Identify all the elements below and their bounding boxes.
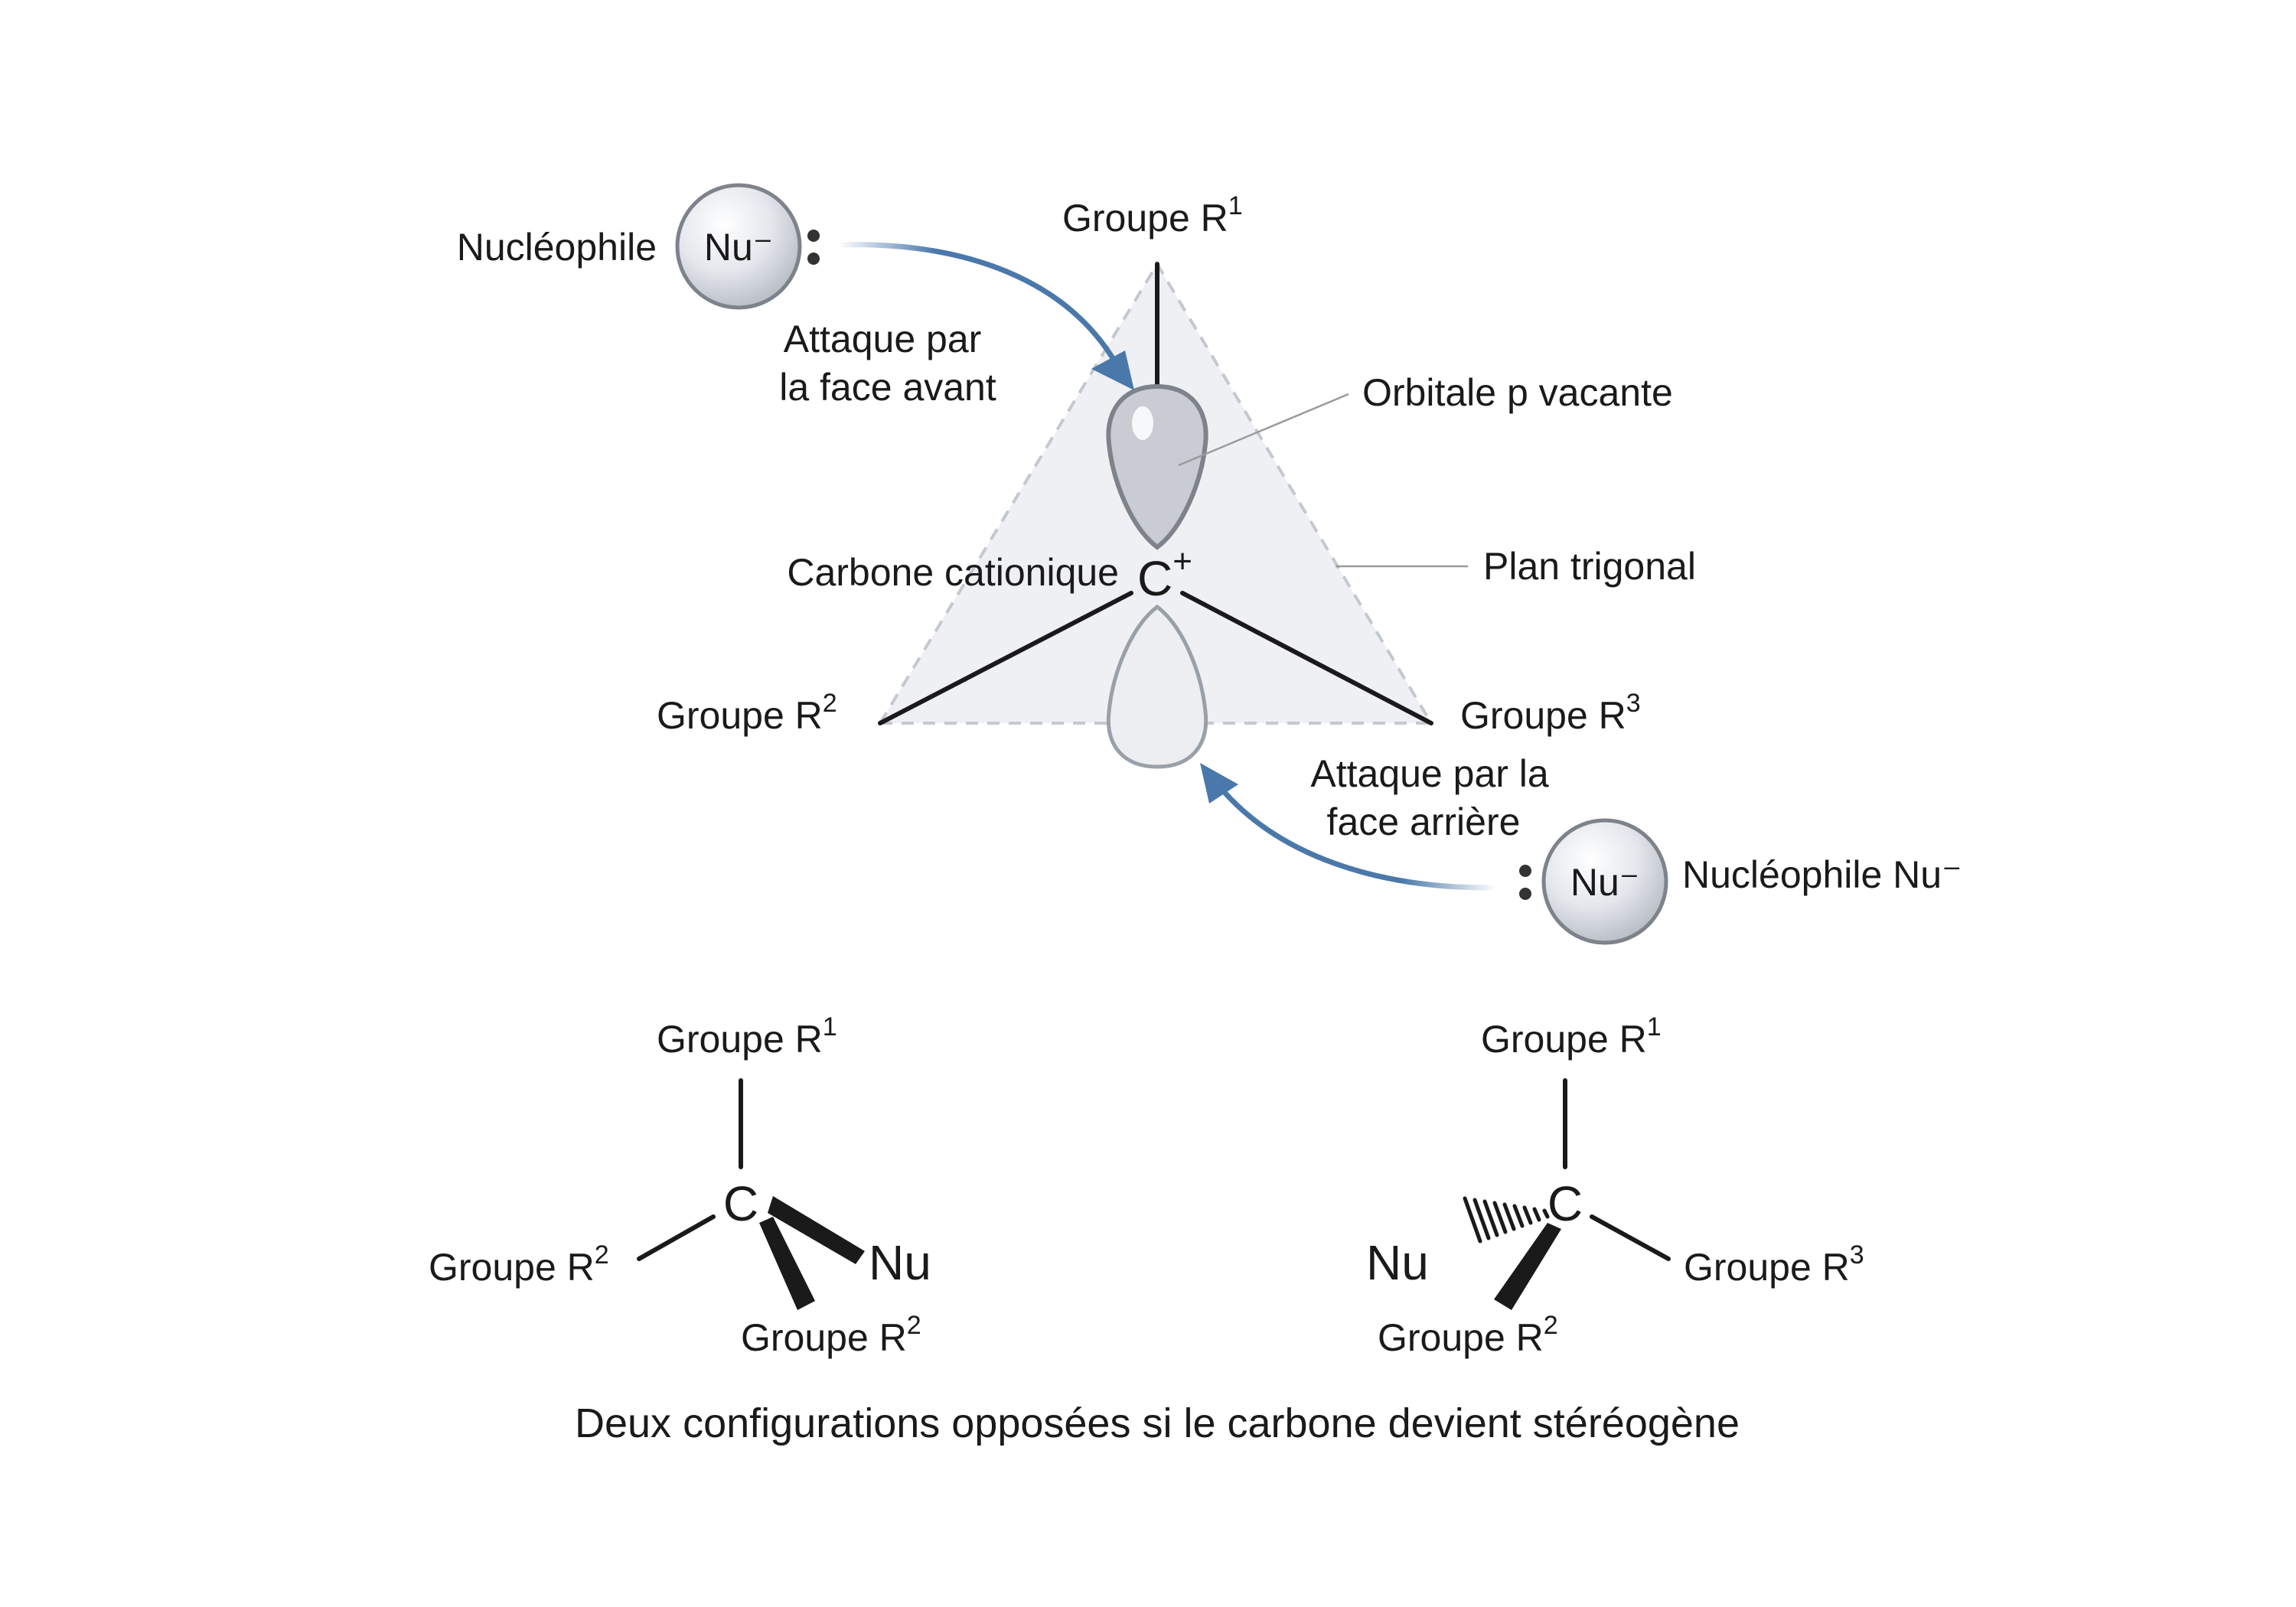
left-carbon: C bbox=[723, 1176, 758, 1231]
back-attack-arrowhead bbox=[1200, 763, 1238, 804]
carbon-cation: C+ bbox=[1137, 543, 1192, 606]
front-attack-arrowhead bbox=[1091, 350, 1134, 390]
orbital-highlight bbox=[1132, 406, 1153, 440]
lone-pair-dot bbox=[1519, 865, 1531, 877]
right-r3-label: Groupe R3 bbox=[1684, 1240, 1864, 1289]
left-bond-r2 bbox=[637, 1214, 716, 1261]
right-r2-bottom-label: Groupe R2 bbox=[1378, 1311, 1558, 1359]
left-wedge-r2 bbox=[759, 1217, 815, 1310]
right-carbon: C bbox=[1548, 1176, 1583, 1231]
front-attack-arrow bbox=[837, 242, 1120, 367]
nucleophile-front-ion: Nu⁻ bbox=[704, 226, 773, 269]
p-orbital-bottom-lobe bbox=[1106, 604, 1208, 769]
attack-back-label: Attaque par la face arrière bbox=[1310, 752, 1559, 843]
back-attack-arrow bbox=[1220, 787, 1497, 891]
r3-top-label: Groupe R3 bbox=[1460, 689, 1641, 737]
nucleophile-front-label: Nucléophile bbox=[457, 226, 657, 269]
right-hash-bond-nu bbox=[1463, 1196, 1550, 1244]
carbon-cation-label: Carbone cationique bbox=[787, 551, 1119, 594]
r1-top-label: Groupe R1 bbox=[1062, 191, 1243, 240]
left-nu-label: Nu bbox=[869, 1235, 931, 1290]
left-r1-label: Groupe R1 bbox=[657, 1012, 837, 1061]
lone-pair-dot bbox=[807, 230, 820, 242]
orbital-label: Orbitale p vacante bbox=[1362, 371, 1673, 414]
orbital-guide-line bbox=[1178, 393, 1349, 467]
right-wedge-r2 bbox=[1494, 1223, 1561, 1310]
nucleophile-back-ion: Nu⁻ bbox=[1570, 861, 1639, 904]
nucleophile-front-sphere bbox=[675, 183, 802, 310]
right-nu-label: Nu bbox=[1366, 1235, 1429, 1290]
plane-label: Plan trigonal bbox=[1483, 545, 1696, 588]
nucleophile-back-sphere bbox=[1541, 818, 1668, 945]
nucleophile-back-label: Nucléophile Nu⁻ bbox=[1682, 853, 1962, 896]
bond-r2 bbox=[878, 591, 1133, 725]
right-bond-r3 bbox=[1590, 1214, 1671, 1261]
r2-top-label: Groupe R2 bbox=[657, 689, 837, 737]
lone-pair-dot bbox=[807, 253, 820, 265]
caption: Deux configurations opposées si le carbo… bbox=[575, 1400, 1740, 1446]
bond-r3 bbox=[1180, 591, 1433, 725]
attack-front-label: Attaque par la face avant bbox=[779, 318, 996, 409]
left-r2-label: Groupe R2 bbox=[429, 1240, 609, 1289]
right-r1-label: Groupe R1 bbox=[1481, 1012, 1662, 1061]
right-product: C Groupe R1 Nu Groupe R3 Groupe R2 bbox=[1366, 1012, 1864, 1359]
left-product: C Groupe R1 Groupe R2 Nu Groupe R2 bbox=[429, 1012, 931, 1359]
left-wedge-nu bbox=[768, 1196, 865, 1264]
left-r2-bottom-label: Groupe R2 bbox=[741, 1311, 921, 1359]
lone-pair-dot bbox=[1519, 888, 1531, 900]
